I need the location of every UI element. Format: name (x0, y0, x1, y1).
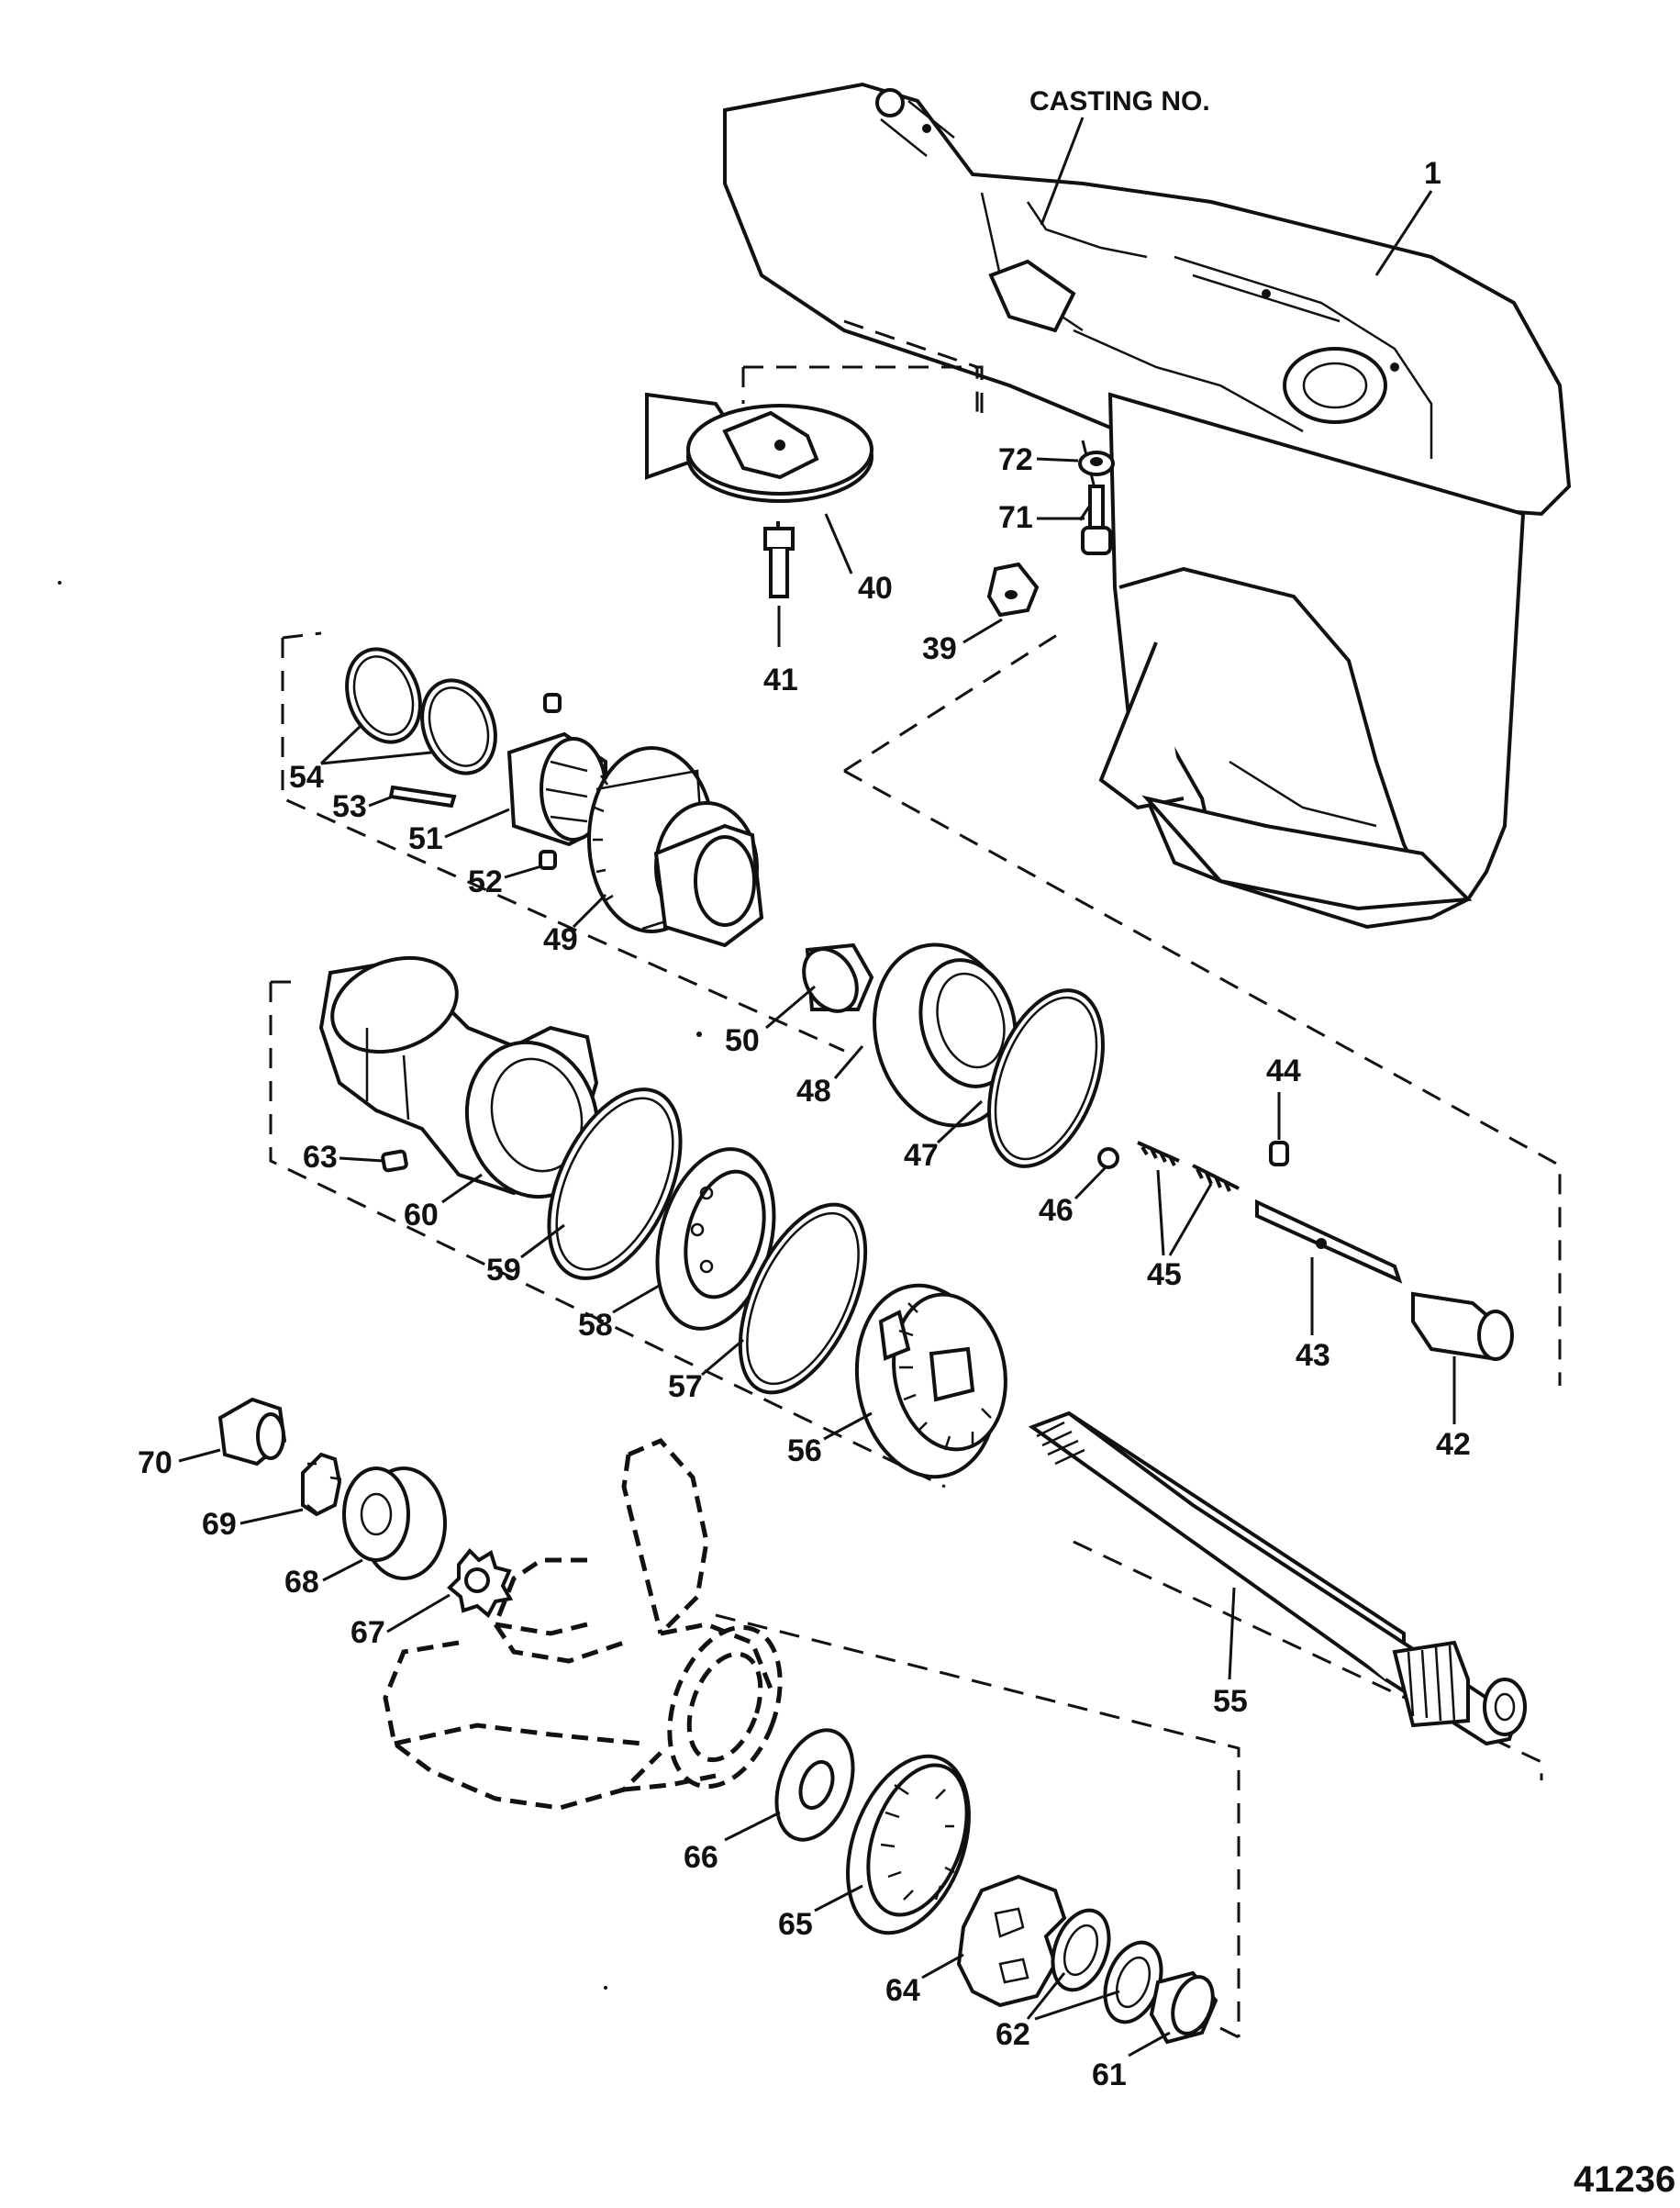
callout-44: 44 (1266, 1054, 1301, 1088)
callout-66: 66 (684, 1840, 718, 1875)
leader-72 (1036, 457, 1079, 463)
leader-47 (936, 1099, 984, 1144)
leader-64 (921, 1953, 964, 1979)
leader-49 (572, 893, 607, 929)
leader-55 (1228, 1587, 1236, 1680)
stray-dot (58, 581, 61, 585)
callout-70: 70 (138, 1445, 172, 1480)
leader-59 (520, 1223, 565, 1259)
callout-53: 53 (332, 789, 367, 824)
gear-housing (723, 82, 1572, 1386)
leader-62a (1026, 1972, 1066, 2020)
leader-66 (724, 1811, 781, 1842)
propeller-shaft (1028, 1411, 1527, 1746)
callout-48: 48 (796, 1074, 831, 1109)
leader-45a (1156, 1169, 1165, 1256)
callout-42: 42 (1436, 1427, 1471, 1462)
leader-54a (319, 725, 362, 765)
leader-54b (320, 751, 432, 765)
leader-1 (1374, 190, 1433, 276)
leader-61 (1128, 2031, 1171, 2057)
leader-52 (504, 864, 542, 879)
callout-1: 1 (1424, 156, 1441, 191)
leader-68 (322, 1558, 363, 1582)
bearing-group (802, 942, 1514, 1361)
callout-67: 67 (350, 1615, 385, 1650)
callout-57: 57 (668, 1369, 703, 1404)
leader-46 (1074, 1165, 1107, 1200)
leader-50 (765, 985, 816, 1030)
stray-dot (696, 1032, 702, 1037)
trim-tab-fasteners (986, 451, 1115, 618)
callout-63: 63 (303, 1140, 338, 1175)
callout-65: 65 (778, 1907, 813, 1942)
callout-61: 61 (1092, 2057, 1127, 2092)
leader-63 (339, 1156, 384, 1163)
leader-53 (368, 795, 394, 808)
callout-60: 60 (404, 1198, 439, 1232)
leader-69 (239, 1508, 304, 1525)
callout-40: 40 (858, 571, 893, 606)
leader-62b (1034, 1990, 1120, 2021)
leader-57 (701, 1338, 744, 1377)
leader-39 (962, 618, 1003, 644)
leader-45b (1168, 1183, 1213, 1256)
callout-47: 47 (904, 1138, 939, 1173)
callout-72: 72 (998, 442, 1033, 477)
leader-67 (386, 1593, 451, 1634)
leader-48 (833, 1045, 864, 1079)
callout-50: 50 (725, 1023, 760, 1058)
trim-tab-anode (645, 365, 984, 598)
callout-49: 49 (543, 922, 578, 957)
leader-56 (823, 1411, 873, 1441)
leader-70 (178, 1448, 221, 1463)
callout-71: 71 (998, 500, 1033, 535)
callout-56: 56 (787, 1433, 822, 1468)
callout-52: 52 (468, 864, 503, 899)
callout-46: 46 (1039, 1193, 1074, 1228)
leader-65 (814, 1884, 863, 1912)
callout-68: 68 (284, 1565, 319, 1600)
callout-62: 62 (996, 2017, 1030, 2052)
rear-bearing-group (774, 1728, 1218, 2045)
callout-51: 51 (408, 821, 443, 856)
figure-number: 41236 (1574, 2159, 1675, 2200)
callout-39: 39 (922, 631, 957, 666)
callout-59: 59 (486, 1253, 521, 1288)
casting-number-leader (1040, 117, 1085, 226)
callout-43: 43 (1296, 1338, 1330, 1373)
casting-number-label: CASTING NO. (1029, 86, 1210, 117)
leader-60 (441, 1173, 483, 1204)
leader-51 (444, 808, 510, 839)
callout-58: 58 (578, 1308, 613, 1343)
bearing-carrier-group (269, 955, 1543, 1780)
propeller-hardware (217, 1397, 514, 1619)
leader-40 (824, 513, 853, 574)
callout-45: 45 (1147, 1257, 1182, 1292)
leader-58 (612, 1283, 662, 1314)
clutch-group (281, 631, 845, 1053)
callout-41: 41 (763, 663, 798, 697)
callout-64: 64 (885, 1973, 920, 2008)
callout-69: 69 (202, 1507, 237, 1542)
stray-dot (604, 1986, 607, 1990)
callout-55: 55 (1213, 1684, 1248, 1719)
callout-54: 54 (289, 760, 324, 795)
propeller-phantom (383, 1437, 1241, 2039)
